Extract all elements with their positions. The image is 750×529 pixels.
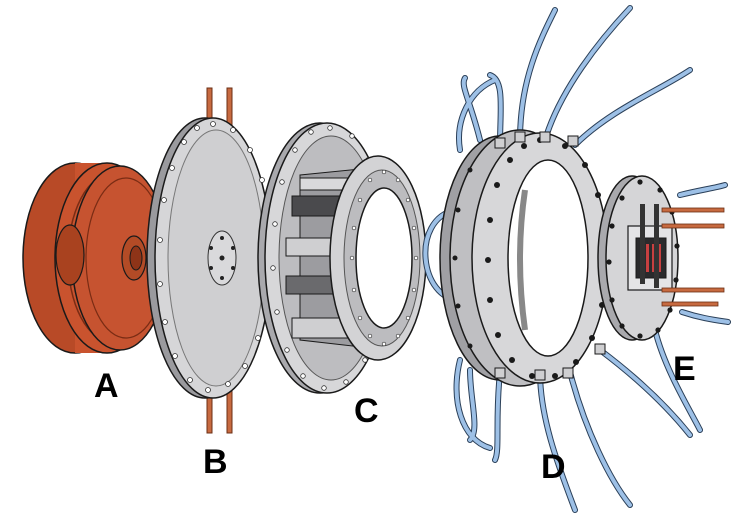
label-d: D [541,448,566,486]
part-d-manifold-ring [422,5,693,513]
blue-tubes-fill [423,6,692,512]
part-c-stator-cage [257,122,427,394]
label-a: A [94,367,119,405]
hub-bolts [209,236,235,280]
ring-bolt-holes [349,169,419,347]
label-c: C [354,392,379,430]
ring-bolts [452,137,609,379]
e-copper-rods [661,207,725,307]
part-e-terminal-plate [597,175,731,433]
e-tubes [652,182,731,433]
label-b: B [203,443,228,481]
label-e: E [673,350,696,388]
tube-fittings [494,131,606,381]
part-b-cover-plate [146,87,272,434]
